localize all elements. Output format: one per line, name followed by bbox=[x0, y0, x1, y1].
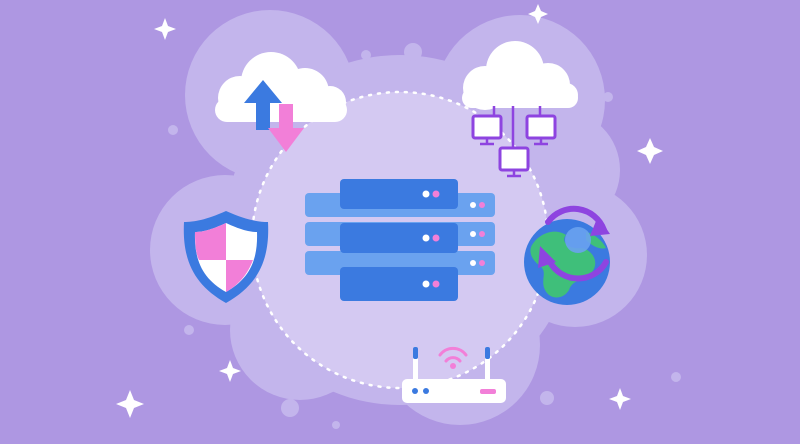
cloud-upload-download-icon bbox=[215, 52, 347, 152]
monitor-icon bbox=[471, 114, 503, 146]
wifi-router-icon bbox=[402, 346, 506, 403]
wifi-signal-icon bbox=[438, 346, 468, 363]
globe-sync-icon bbox=[524, 205, 610, 305]
decor-dots bbox=[168, 43, 681, 429]
server-led bbox=[422, 190, 485, 288]
sparkle-icon bbox=[116, 4, 663, 418]
cloud-network-icon bbox=[462, 41, 578, 178]
shield-icon bbox=[183, 211, 269, 303]
server-rack-icon bbox=[305, 179, 495, 301]
monitor-icon bbox=[498, 146, 530, 178]
monitor-icon bbox=[525, 114, 557, 146]
